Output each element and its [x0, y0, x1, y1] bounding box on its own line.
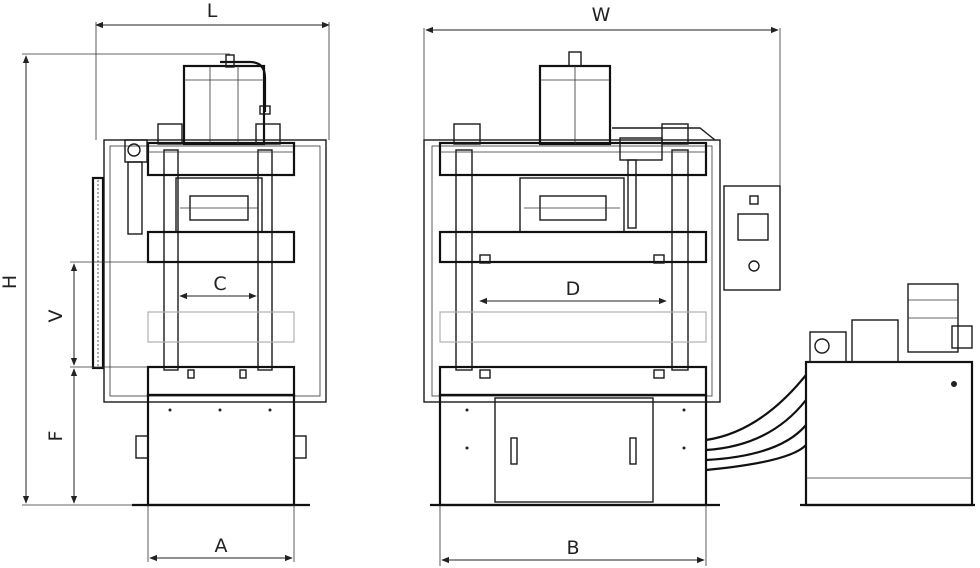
control-screen — [737, 213, 769, 241]
side-nut-right — [255, 123, 281, 145]
side-column-left — [163, 149, 179, 371]
side-cylinder — [182, 64, 266, 146]
front-ram — [519, 177, 625, 233]
dim-A-label: A — [215, 535, 228, 557]
side-pipe — [220, 60, 267, 112]
dim-L-label: L — [207, 0, 218, 22]
dim-W-label: W — [592, 4, 611, 26]
side-ram — [175, 177, 263, 233]
side-guard-frame — [103, 139, 327, 403]
front-nut-left — [453, 123, 481, 145]
dim-B-label: B — [566, 537, 579, 559]
front-guard-frame — [423, 139, 721, 403]
front-moving-plate — [438, 230, 708, 264]
dim-H-label: H — [0, 275, 21, 289]
dim-V-label: V — [45, 310, 67, 323]
side-table — [146, 365, 296, 397]
hydraulic-tank — [804, 360, 974, 507]
front-view: W D B — [423, 4, 975, 566]
side-nut-left — [157, 123, 183, 145]
side-view: L H V F C A — [0, 0, 330, 562]
side-moving-plate — [146, 230, 296, 264]
hose-1 — [705, 374, 807, 442]
valve-block — [851, 319, 899, 363]
front-column-left — [455, 149, 473, 371]
dim-C-label: C — [213, 273, 226, 295]
front-base-door — [494, 397, 654, 503]
side-valve-rod — [127, 161, 143, 235]
front-top-crosshead — [438, 141, 708, 177]
front-base — [438, 393, 708, 507]
light-curtain — [91, 176, 105, 370]
control-box — [723, 185, 781, 291]
front-column-right — [671, 149, 689, 371]
dim-D-label: D — [566, 278, 581, 300]
front-nut-right — [661, 123, 689, 145]
side-base — [146, 393, 296, 507]
side-column-right — [257, 149, 273, 371]
dim-F-label: F — [45, 431, 67, 442]
side-ghost-plate — [147, 311, 295, 343]
front-ghost-plate — [439, 311, 707, 343]
